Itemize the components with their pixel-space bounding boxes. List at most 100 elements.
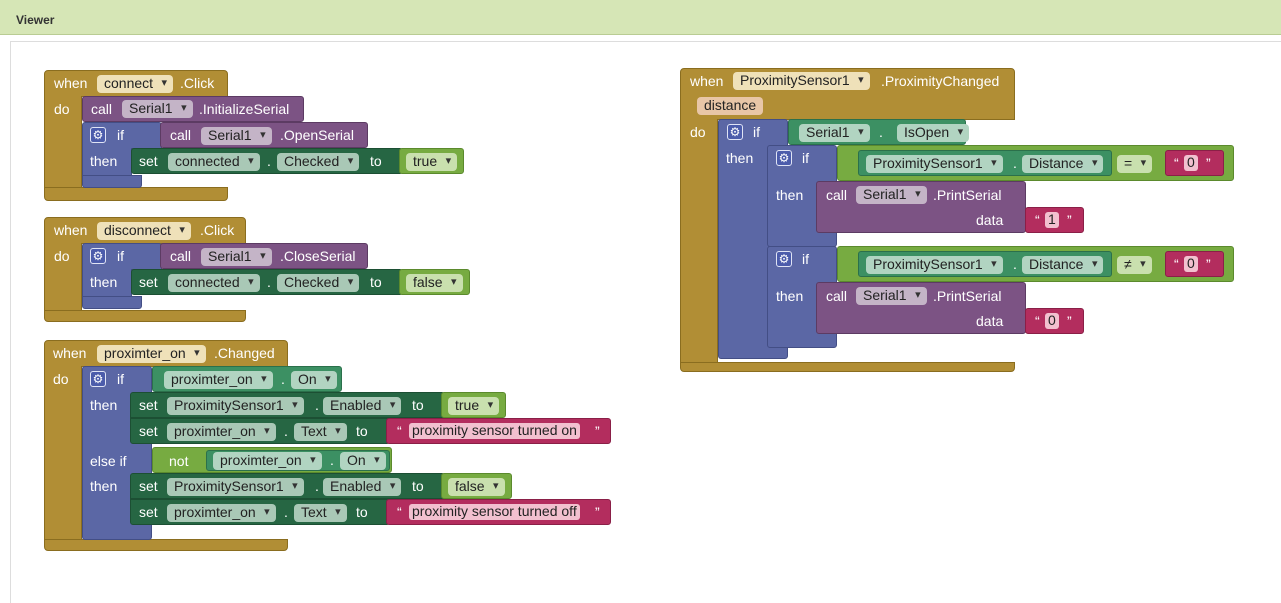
call-component-dropdown[interactable]: Serial1 — [856, 186, 927, 204]
set-label: set — [139, 274, 158, 290]
call-label: call — [91, 101, 113, 117]
event-name: .Click — [180, 75, 215, 91]
if-label: if — [117, 127, 124, 143]
set-property-dropdown[interactable]: Checked — [277, 153, 360, 171]
gear-icon[interactable]: ⚙ — [90, 371, 106, 387]
gear-icon[interactable]: ⚙ — [727, 124, 743, 140]
set-label: set — [139, 478, 158, 494]
component-dropdown[interactable]: disconnect — [97, 222, 191, 240]
event-name: .Changed — [214, 345, 275, 361]
text-value[interactable]: proximity sensor turned off — [409, 504, 580, 520]
quote-close: ” — [1206, 155, 1211, 171]
dot-label: . — [1013, 155, 1017, 171]
do-label: do — [54, 101, 70, 117]
when-label: when — [690, 73, 724, 89]
dot-label: . — [284, 423, 288, 439]
quote-close: ” — [1067, 212, 1072, 228]
call-label: call — [826, 288, 848, 304]
viewer-header: Viewer — [0, 0, 1281, 35]
if-label: if — [802, 150, 809, 166]
parameter-distance[interactable]: distance — [697, 97, 764, 115]
quote-open: “ — [1035, 313, 1040, 329]
gear-icon[interactable]: ⚙ — [90, 127, 106, 143]
boolean-dropdown[interactable]: true — [406, 153, 458, 171]
component-dropdown[interactable]: proximter_on — [97, 345, 206, 363]
boolean-dropdown[interactable]: false — [406, 274, 463, 292]
call-block[interactable] — [82, 96, 304, 122]
set-property-dropdown[interactable]: Checked — [277, 274, 360, 292]
then-label: then — [90, 274, 118, 290]
do-label: do — [54, 248, 70, 264]
method-name: .OpenSerial — [280, 127, 354, 143]
operator-dropdown[interactable]: ≠ — [1117, 256, 1152, 274]
set-label: set — [139, 153, 158, 169]
set-label: set — [139, 504, 158, 520]
cmp-property-dropdown[interactable]: Distance — [1022, 155, 1104, 173]
set-property-dropdown[interactable]: Text — [294, 504, 347, 522]
then-label: then — [776, 187, 804, 203]
gear-icon[interactable]: ⚙ — [776, 150, 792, 166]
quote-open: “ — [397, 504, 402, 520]
dot-label: . — [330, 452, 334, 468]
call-label: call — [826, 187, 848, 203]
set-component-dropdown[interactable]: proximter_on — [167, 504, 276, 522]
to-label: to — [412, 478, 424, 494]
to-label: to — [370, 153, 382, 169]
if-component-dropdown[interactable]: proximter_on — [164, 371, 273, 389]
set-property-dropdown[interactable]: Enabled — [323, 397, 402, 415]
dot-label: . — [281, 371, 285, 387]
quote-open: “ — [397, 423, 402, 439]
component-dropdown[interactable]: ProximitySensor1 — [733, 72, 870, 90]
dot-label: . — [267, 274, 271, 290]
cmp-property-dropdown[interactable]: Distance — [1022, 256, 1104, 274]
text-value[interactable]: 0 — [1184, 155, 1198, 171]
elif-property-dropdown[interactable]: On — [340, 452, 386, 470]
event-name: .Click — [200, 222, 235, 238]
set-component-dropdown[interactable]: connected — [168, 153, 260, 171]
quote-close: ” — [1206, 256, 1211, 272]
method-name: .CloseSerial — [280, 248, 356, 264]
if-label: if — [117, 248, 124, 264]
text-value[interactable]: 1 — [1045, 212, 1059, 228]
to-label: to — [412, 397, 424, 413]
operator-dropdown[interactable]: = — [1117, 155, 1153, 173]
set-component-dropdown[interactable]: ProximitySensor1 — [167, 397, 304, 415]
component-dropdown[interactable]: connect — [97, 75, 174, 93]
set-component-dropdown[interactable]: connected — [168, 274, 260, 292]
if-label: if — [802, 251, 809, 267]
text-value[interactable]: 0 — [1184, 256, 1198, 272]
cmp-component-dropdown[interactable]: ProximitySensor1 — [866, 256, 1003, 274]
dot-label: . — [284, 504, 288, 520]
elif-component-dropdown[interactable]: proximter_on — [213, 452, 322, 470]
set-property-dropdown[interactable]: Enabled — [323, 478, 402, 496]
dot-label: . — [267, 153, 271, 169]
cmp-component-dropdown[interactable]: ProximitySensor1 — [866, 155, 1003, 173]
set-property-dropdown[interactable]: Text — [294, 423, 347, 441]
if-component-dropdown[interactable]: Serial1 — [201, 127, 272, 145]
if-component-dropdown[interactable]: Serial1 — [201, 248, 272, 266]
do-label: do — [53, 371, 69, 387]
to-label: to — [356, 423, 368, 439]
text-block[interactable] — [1165, 150, 1224, 176]
if-label: if — [753, 124, 760, 140]
if-block[interactable] — [82, 122, 162, 149]
if-property-dropdown[interactable]: IsOpen — [897, 124, 970, 142]
if-property-dropdown[interactable]: On — [291, 371, 337, 389]
else-if-label: else if — [90, 453, 127, 469]
data-label: data — [976, 212, 1004, 228]
call-component-dropdown[interactable]: Serial1 — [122, 100, 193, 118]
set-component-dropdown[interactable]: ProximitySensor1 — [167, 478, 304, 496]
boolean-dropdown[interactable]: false — [448, 478, 505, 496]
set-component-dropdown[interactable]: proximter_on — [167, 423, 276, 441]
to-label: to — [356, 504, 368, 520]
text-value[interactable]: 0 — [1045, 313, 1059, 329]
text-value[interactable]: proximity sensor turned on — [409, 423, 580, 439]
boolean-dropdown[interactable]: true — [448, 397, 500, 415]
method-name: .PrintSerial — [933, 288, 1002, 304]
when-label: when — [54, 222, 88, 238]
gear-icon[interactable]: ⚙ — [776, 251, 792, 267]
call-component-dropdown[interactable]: Serial1 — [856, 287, 927, 305]
gear-icon[interactable]: ⚙ — [90, 248, 106, 264]
when-label: when — [53, 345, 87, 361]
if-component-dropdown[interactable]: Serial1 — [799, 124, 870, 142]
